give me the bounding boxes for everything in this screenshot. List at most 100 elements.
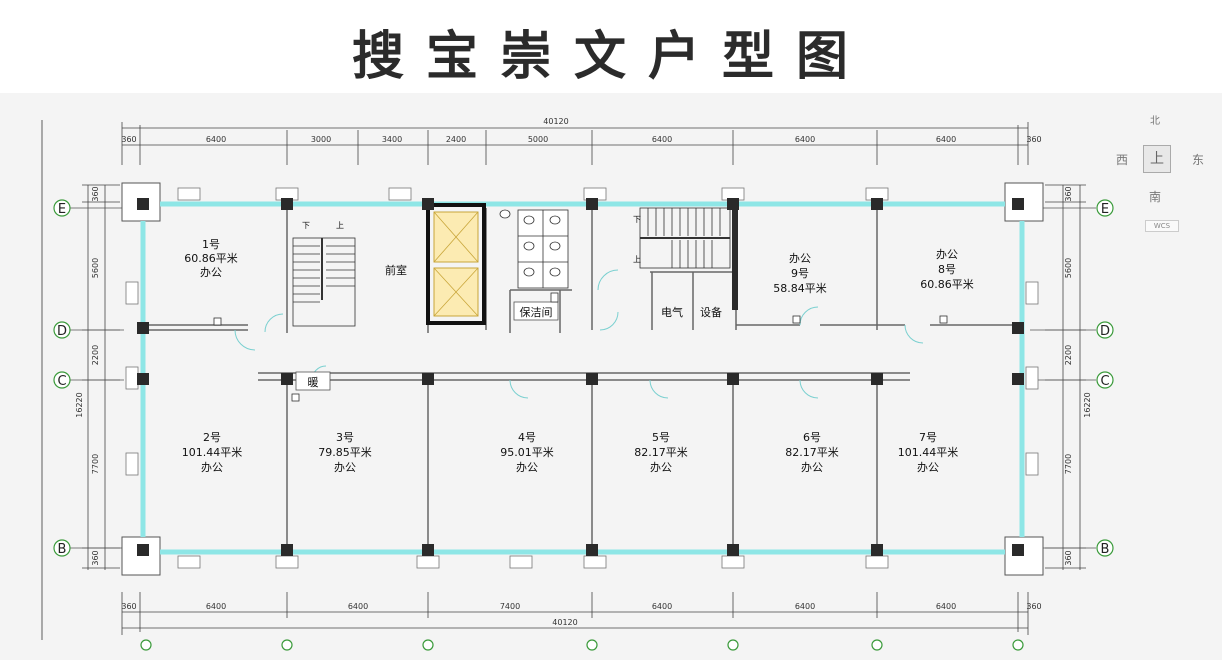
axis-label-d-right: D	[1100, 324, 1110, 339]
dim-top-4: 5000	[528, 135, 548, 144]
office-room-4: 4号 95.01平米 办公	[500, 431, 554, 474]
room-4-area: 95.01平米	[500, 446, 554, 459]
room-5-area: 82.17平米	[634, 446, 688, 459]
room-2-area: 101.44平米	[182, 446, 243, 459]
axis-label-e-left: E	[58, 202, 66, 217]
office-room-6: 6号 82.17平米 办公	[785, 431, 839, 474]
stair-left-up-label: 上	[336, 221, 344, 230]
structural-columns	[137, 198, 1024, 556]
axis-label-e-right: E	[1101, 202, 1109, 217]
dim-bottom-5: 6400	[936, 602, 956, 611]
right-dimensions	[1045, 184, 1086, 570]
dim-top-2: 3400	[382, 135, 402, 144]
dim-right-total: 16220	[1083, 392, 1092, 417]
axis-bubbles	[53, 199, 1114, 651]
label-electric-room: 电气	[661, 305, 683, 319]
room-6-number: 6号	[803, 431, 821, 444]
dim-top-1: 3000	[311, 135, 331, 144]
door-swings	[234, 269, 924, 399]
office-room-9: 办公 9号 58.84平米	[773, 252, 827, 295]
dim-top-total: 40120	[543, 117, 568, 126]
dim-right-1: 5600	[1064, 258, 1073, 278]
office-room-2: 2号 101.44平米 办公	[182, 431, 243, 474]
label-equipment-room: 设备	[700, 305, 722, 319]
office-room-1: 1号 60.86平米 办公	[184, 238, 238, 279]
axis-label-b-right: B	[1101, 542, 1110, 557]
room-2-use: 办公	[201, 461, 223, 474]
room-7-use: 办公	[917, 461, 939, 474]
room-8-number: 8号	[938, 263, 956, 276]
compass-south: 南	[1149, 190, 1162, 204]
view-cube[interactable]: 北 西 东 南 上 WCS	[1112, 110, 1212, 235]
room-3-use: 办公	[334, 461, 356, 474]
room-3-area: 79.85平米	[318, 446, 372, 459]
plan-title: 搜宝崇文户型图	[351, 27, 870, 87]
room-7-number: 7号	[919, 431, 937, 444]
curtain-walls	[140, 201, 1025, 555]
stair-left	[292, 237, 356, 327]
dim-bottom-edge-right: 360	[1026, 602, 1041, 611]
axis-label-d-left: D	[57, 324, 67, 339]
dim-bottom-4: 6400	[795, 602, 815, 611]
dim-bottom-2: 7400	[500, 602, 520, 611]
shaft-box	[295, 371, 331, 391]
dim-top-6: 6400	[795, 135, 815, 144]
corner-blocks	[121, 182, 1044, 576]
label-front-room: 前室	[385, 263, 407, 277]
dim-bottom-1: 6400	[348, 602, 368, 611]
stair-right-down-label: 下	[633, 215, 641, 224]
compass-west: 西	[1116, 153, 1129, 167]
wcs-button[interactable]: WCS	[1145, 220, 1179, 232]
room-6-area: 82.17平米	[785, 446, 839, 459]
left-dimensions	[82, 184, 120, 570]
dim-left-total: 16220	[75, 392, 84, 417]
axis-label-b-left: B	[58, 542, 67, 557]
room-2-number: 2号	[203, 431, 221, 444]
room-4-use: 办公	[516, 461, 538, 474]
dim-top-3: 2400	[446, 135, 466, 144]
room-7-area: 101.44平米	[898, 446, 959, 459]
room-5-number: 5号	[652, 431, 670, 444]
cleaning-room-box	[513, 301, 559, 321]
dim-right-2: 2200	[1064, 345, 1073, 365]
office-room-5: 5号 82.17平米 办公	[634, 431, 688, 474]
compass-east: 东	[1192, 153, 1205, 167]
top-dimensions	[121, 122, 1029, 165]
dim-top-5: 6400	[652, 135, 672, 144]
stair-right	[639, 207, 731, 269]
floor-plan: 40120 360 360 6400 3000 3400 2400 5000 6…	[41, 117, 1114, 651]
bottom-dimensions	[121, 592, 1029, 635]
dim-bottom-edge-left: 360	[121, 602, 136, 611]
room-4-number: 4号	[518, 431, 536, 444]
elevator-shafts	[426, 203, 486, 325]
dim-left-2: 2200	[91, 345, 100, 365]
wall-windows	[125, 187, 1039, 569]
axis-label-c-right: C	[1100, 374, 1109, 389]
interior-walls	[148, 208, 1018, 548]
office-room-7: 7号 101.44平米 办公	[898, 431, 959, 474]
dim-left-3: 7700	[91, 454, 100, 474]
dim-right-3: 7700	[1064, 454, 1073, 474]
room-8-area: 60.86平米	[920, 278, 974, 291]
stair-right-up-label: 上	[633, 255, 641, 264]
dim-right-4: 360	[1064, 550, 1073, 565]
room-8-use: 办公	[936, 248, 958, 261]
compass-north: 北	[1150, 116, 1160, 127]
view-cube-face[interactable]: 上	[1143, 145, 1171, 173]
dim-left-0: 360	[91, 186, 100, 201]
room-fixtures	[213, 292, 948, 402]
dim-top-7: 6400	[936, 135, 956, 144]
label-shaft: 暖	[308, 376, 319, 389]
room-3-number: 3号	[336, 431, 354, 444]
dim-top-edge-left: 360	[121, 135, 136, 144]
dim-right-0: 360	[1064, 186, 1073, 201]
room-1-area: 60.86平米	[184, 252, 238, 265]
room-5-use: 办公	[650, 461, 672, 474]
office-room-3: 3号 79.85平米 办公	[318, 431, 372, 474]
dim-top-0: 6400	[206, 135, 226, 144]
room-6-use: 办公	[801, 461, 823, 474]
label-cleaning-room: 保洁间	[520, 305, 553, 319]
dim-bottom-total: 40120	[552, 618, 577, 627]
room-9-area: 58.84平米	[773, 282, 827, 295]
floor-plan-sheet: 40120 360 360 6400 3000 3400 2400 5000 6…	[0, 93, 1222, 660]
